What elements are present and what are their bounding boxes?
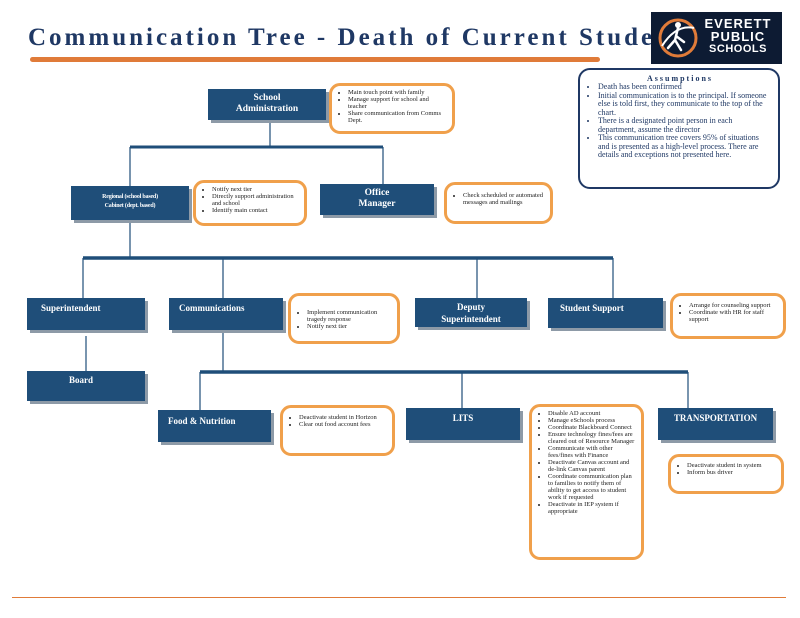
note-item: Ensure technology fines/fees are cleared…: [548, 431, 637, 445]
logo-line-3: SCHOOLS: [709, 43, 767, 55]
note-item: Manage eSchools process: [548, 417, 637, 424]
note-item: Coordinate communication plan to familie…: [548, 473, 637, 501]
note-student-support: Arrange for counseling support Coordinat…: [670, 293, 786, 339]
note-office-manager: Check scheduled or automated messages an…: [444, 182, 553, 224]
note-item: Manage support for school and teacher: [348, 96, 448, 110]
note-item: Main touch point with family: [348, 89, 448, 96]
logo-figure-icon: [658, 18, 698, 58]
note-item: Coordinate Blackboard Connect: [548, 424, 637, 431]
note-item: Inform bus driver: [687, 469, 777, 476]
note-communications: Implement communication tragedy response…: [288, 293, 400, 344]
note-item: Deactivate student in Horizon: [299, 414, 388, 421]
assumptions-heading: Assumptions: [646, 74, 713, 83]
page-title: Communication Tree - Death of Current St…: [28, 24, 684, 51]
note-item: Check scheduled or automated messages an…: [463, 192, 546, 206]
node-deputy-superintendent: Deputy Superintendent: [415, 298, 527, 327]
note-item: Notify next tier: [212, 186, 300, 193]
note-item: Identify main contact: [212, 207, 300, 214]
node-regional-cabinet: Regional (school based) Cabinet (dept. b…: [71, 186, 189, 220]
assumptions-box: Assumptions Death has been confirmed Ini…: [578, 68, 780, 189]
note-food-nutrition: Deactivate student in Horizon Clear out …: [280, 405, 395, 456]
node-office-manager: Office Manager: [320, 184, 434, 215]
note-item: Deactivate Canvas account and de-link Ca…: [548, 459, 637, 473]
node-lits: LITS: [406, 408, 520, 440]
title-underline: [30, 57, 600, 62]
assumption-item: Death has been confirmed: [598, 82, 772, 92]
bottom-rule: [12, 597, 786, 598]
note-item: Arrange for counseling support: [689, 302, 779, 309]
note-transportation: Deactivate student in system Inform bus …: [668, 454, 784, 494]
logo-line-2: PUBLIC: [710, 29, 766, 44]
node-transportation: TRANSPORTATION: [658, 408, 773, 440]
logo-line-1: EVERETT: [704, 16, 772, 31]
district-logo: EVERETT PUBLIC SCHOOLS: [651, 12, 782, 64]
node-board: Board: [27, 371, 145, 401]
note-item: Deactivate student in system: [687, 462, 777, 469]
note-lits: Disable AD account Manage eSchools proce…: [529, 404, 644, 560]
note-item: Share communication from Comms Dept.: [348, 110, 448, 124]
note-item: Implement communication tragedy response: [307, 309, 393, 323]
node-student-support: Student Support: [548, 298, 663, 328]
node-communications: Communications: [169, 298, 283, 330]
note-item: Notify next tier: [307, 323, 393, 330]
node-food-nutrition: Food & Nutrition: [158, 410, 271, 442]
note-item: Disable AD account: [548, 410, 637, 417]
node-superintendent: Superintendent: [27, 298, 145, 330]
node-school-administration: School Administration: [208, 89, 326, 120]
note-item: Deactivate in IEP system if appropriate: [548, 501, 637, 515]
note-item: Clear out food account fees: [299, 421, 388, 428]
assumption-item: There is a designated point person in ea…: [598, 116, 772, 134]
assumption-item: This communication tree covers 95% of si…: [598, 133, 772, 160]
note-regional-cabinet: Notify next tier Directly support admini…: [193, 180, 307, 226]
note-item: Communicate with other fees/fines with F…: [548, 445, 637, 459]
note-school-administration: Main touch point with family Manage supp…: [329, 83, 455, 134]
assumption-item: Initial communication is to the principa…: [598, 91, 772, 118]
note-item: Coordinate with HR for staff support: [689, 309, 779, 323]
note-item: Directly support administration and scho…: [212, 193, 300, 207]
